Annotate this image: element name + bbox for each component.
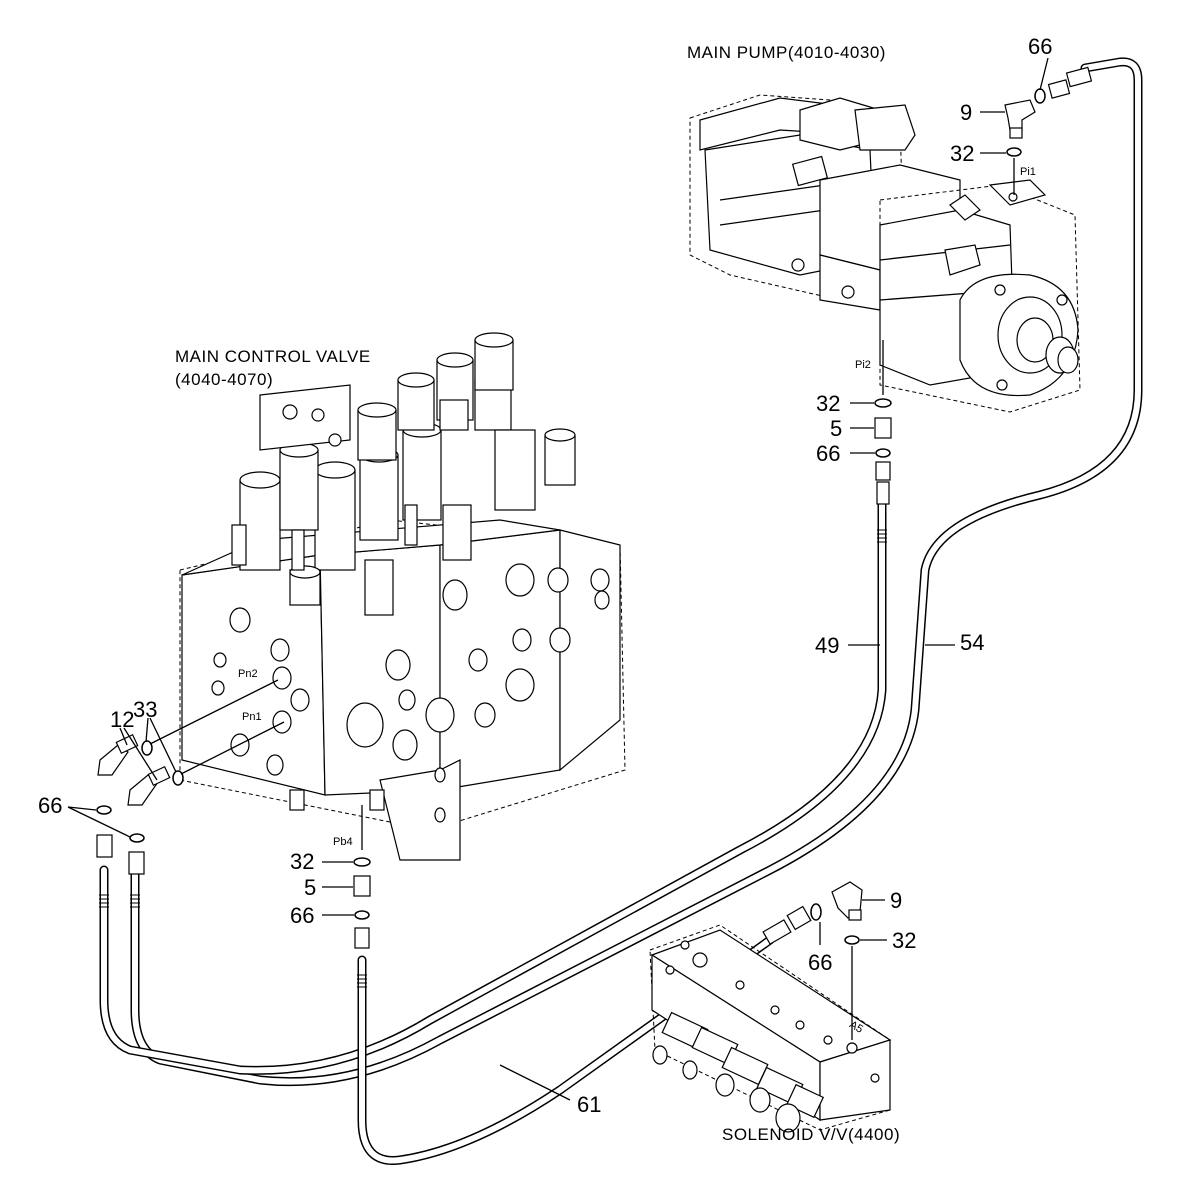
callout-pb4-5: 5: [304, 875, 316, 900]
callout-valve-66: 66: [38, 793, 62, 818]
callout-pump-32: 32: [950, 141, 974, 166]
port-pi2: Pi2: [855, 359, 871, 371]
titles: MAIN PUMP(4010-4030) MAIN CONTROL VALVE …: [175, 43, 900, 1144]
port-pi1: Pi1: [1020, 166, 1036, 178]
solenoid-coils: [652, 1011, 825, 1133]
port-pn1: Pn1: [242, 711, 262, 723]
callout-pi2-32: 32: [816, 391, 840, 416]
hose-hatching: [99, 529, 887, 988]
fittings: [96, 66, 1093, 1040]
main-control-valve-title-line1: MAIN CONTROL VALVE: [175, 347, 371, 366]
callout-valve-33: 33: [133, 697, 157, 722]
part-callouts: 66 9 32 32 5 66 49 54 12 33 66 32 5 66 9…: [38, 34, 1052, 1117]
callout-pi2-66: 66: [816, 441, 840, 466]
solenoid-valve-title: SOLENOID V/V(4400): [722, 1125, 900, 1144]
main-pump-drawing: [689, 94, 1081, 413]
port-pb4: Pb4: [333, 836, 353, 848]
callout-hose-49: 49: [815, 633, 839, 658]
spool-caps: [239, 332, 576, 571]
port-labels: Pi1 Pi2 Pn2 Pn1 Pb4 A5: [238, 166, 1036, 1036]
hose-54: [130, 57, 1143, 1087]
callout-sol-32: 32: [892, 928, 916, 953]
main-control-valve-drawing: [179, 332, 626, 861]
callout-sol-9: 9: [890, 888, 902, 913]
hose-61: [357, 935, 775, 1165]
hose-49: [99, 500, 887, 1075]
callout-pb4-66: 66: [290, 903, 314, 928]
port-pn2: Pn2: [238, 668, 258, 680]
callout-pump-66: 66: [1028, 34, 1052, 59]
main-control-valve-title-line2: (4040-4070): [175, 370, 273, 389]
main-pump-title: MAIN PUMP(4010-4030): [687, 43, 886, 62]
callout-pb4-32: 32: [290, 849, 314, 874]
callout-hose-54: 54: [960, 630, 984, 655]
valve-front-ports: [211, 563, 610, 776]
leader-lines: [67, 57, 1049, 1101]
callout-pump-9: 9: [960, 100, 972, 125]
callout-sol-66: 66: [808, 950, 832, 975]
callout-pi2-5: 5: [830, 416, 842, 441]
solenoid-valve-drawing: [649, 924, 892, 1133]
port-a5: A5: [847, 1019, 865, 1036]
callout-valve-12: 12: [110, 707, 134, 732]
callout-hose-61: 61: [577, 1092, 601, 1117]
